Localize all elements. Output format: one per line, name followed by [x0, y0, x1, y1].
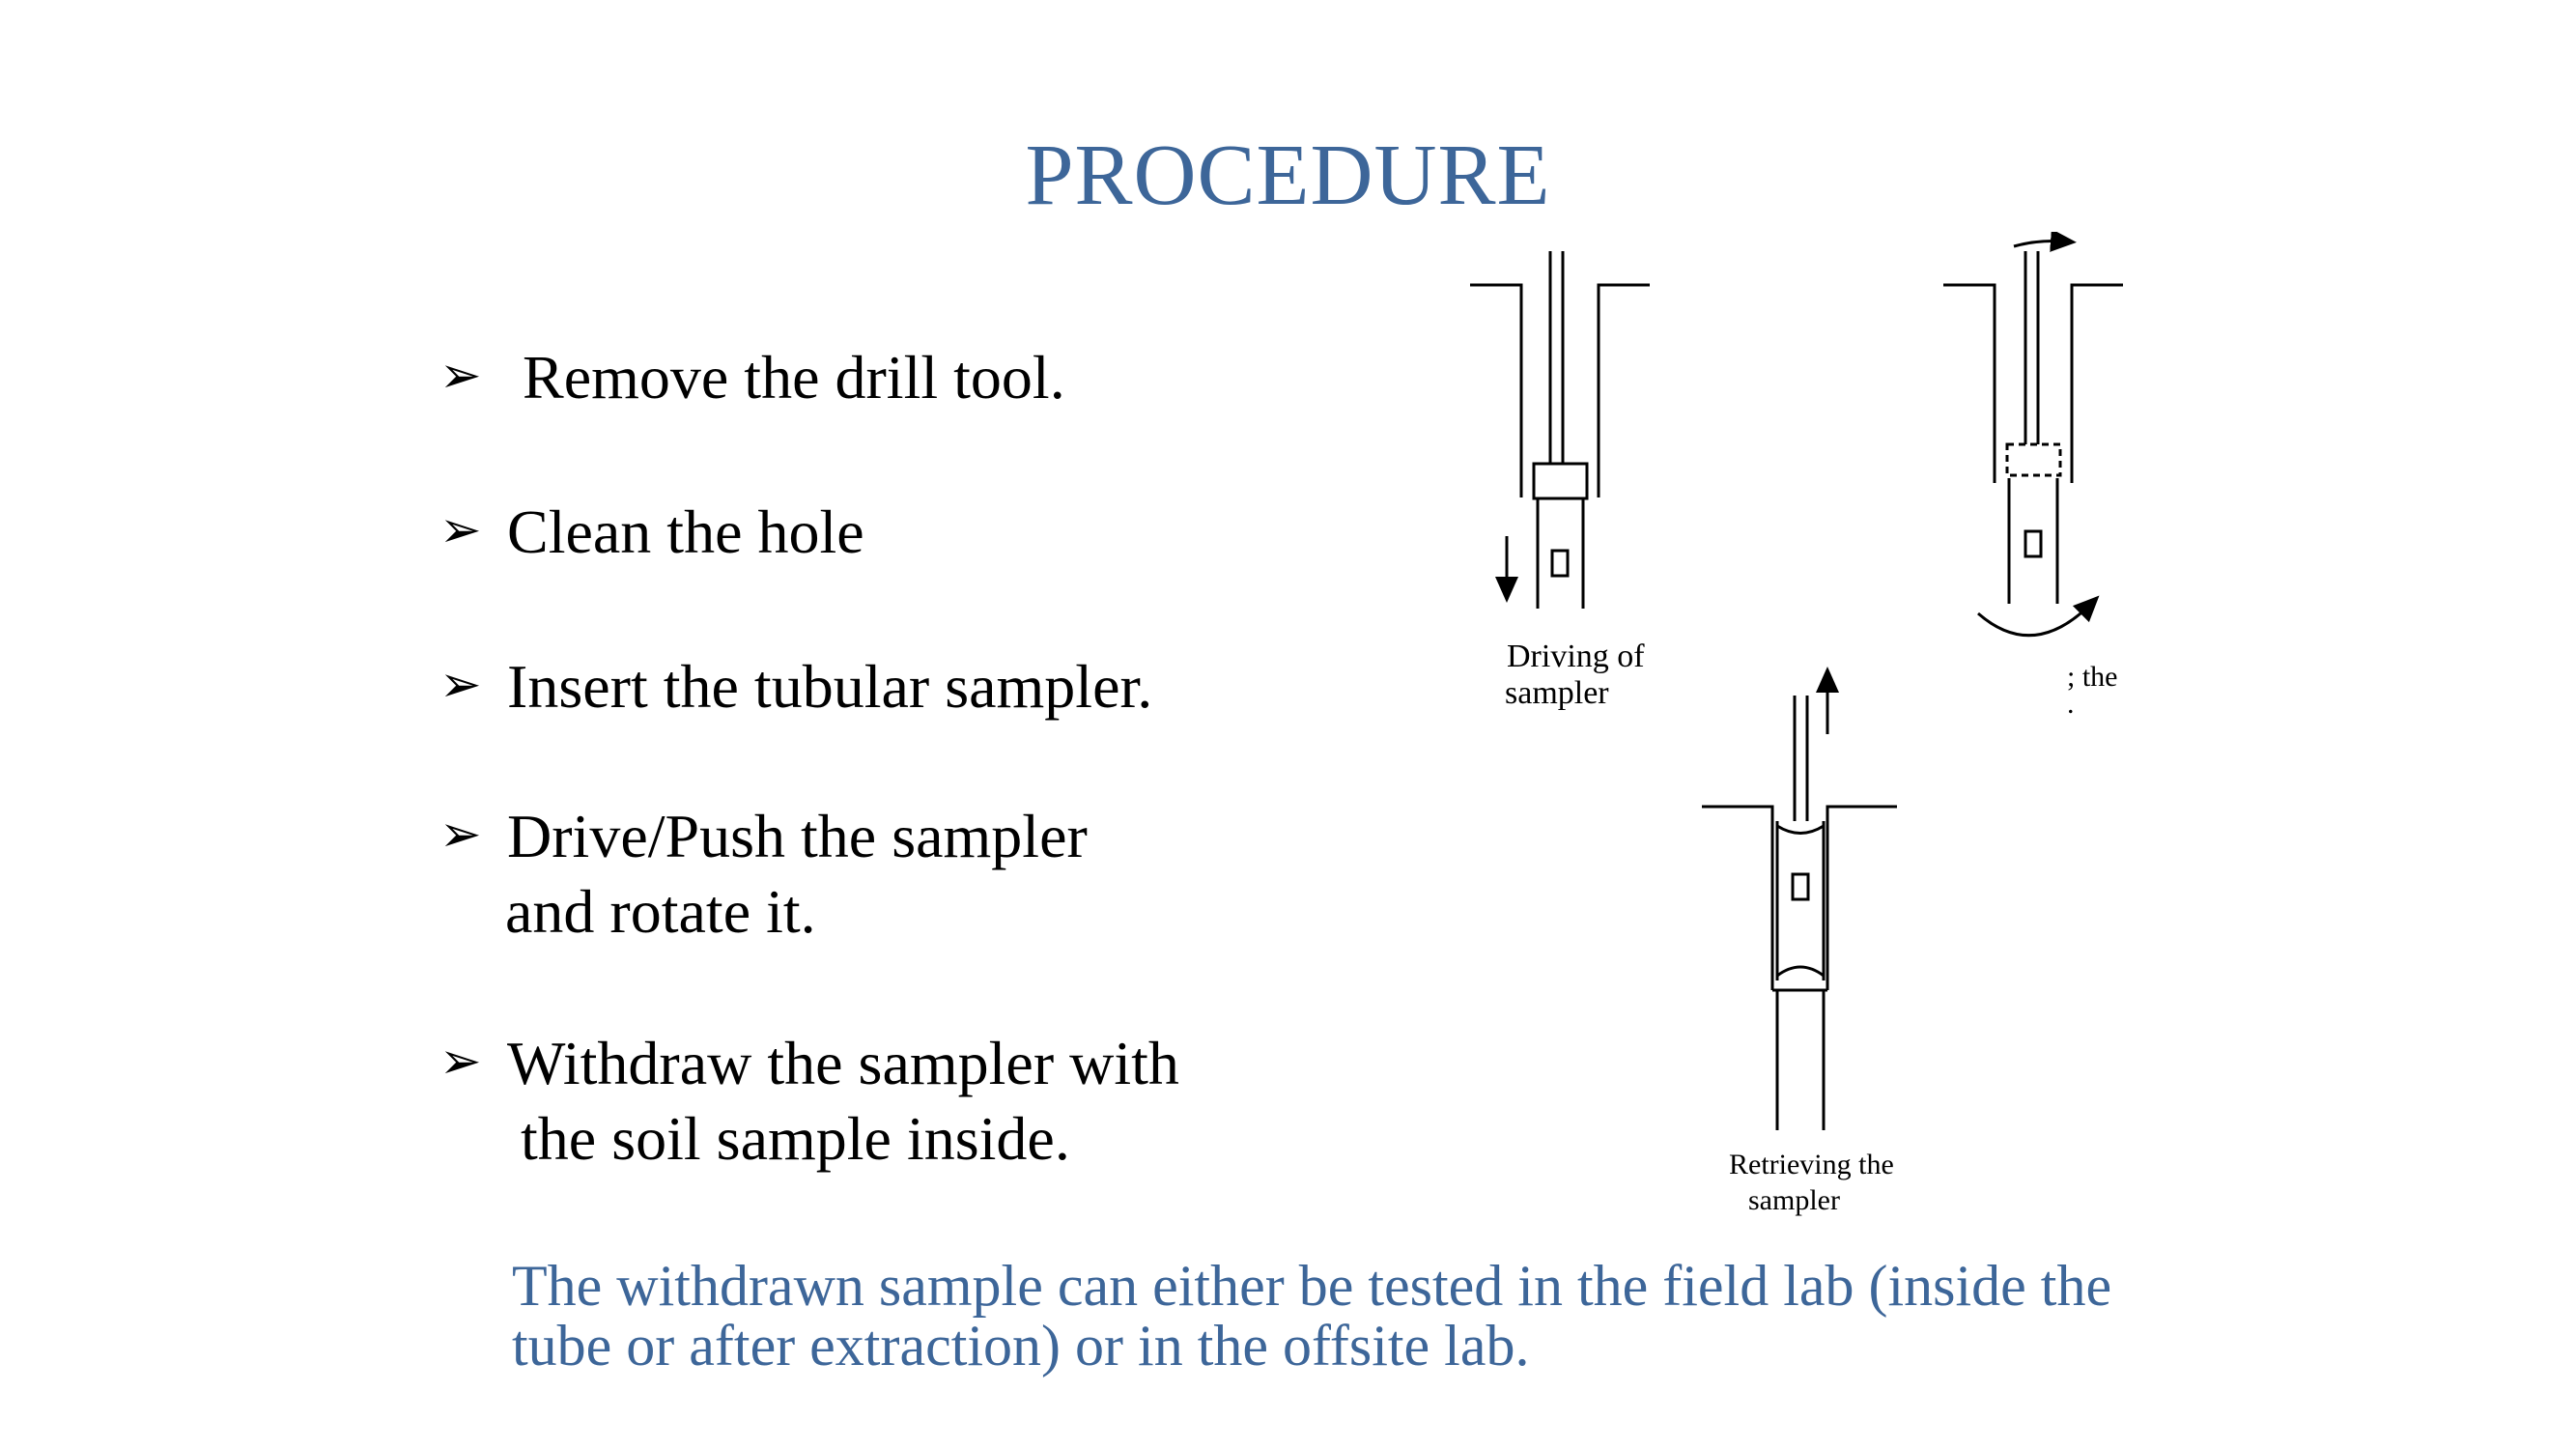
bullet-clean-hole: ➢ Clean the hole [439, 493, 864, 570]
bullet-arrow-icon: ➢ [439, 656, 482, 714]
bullet-text: Withdraw the sampler with [507, 1029, 1179, 1097]
bullet-text-continued: the soil sample inside. [521, 1104, 1070, 1173]
driving-label-line1: Driving of [1507, 639, 1645, 674]
slide-title: PROCEDURE [1025, 128, 1551, 223]
bullet-text: Remove the drill tool. [507, 343, 1065, 412]
bullet-arrow-icon: ➢ [439, 806, 482, 864]
bullet-text: Clean the hole [507, 497, 864, 566]
retrieving-label-line1: Retrieving the [1729, 1149, 1894, 1180]
bullet-text-continued: and rotate it. [505, 877, 816, 946]
driving-sampler-figure [1470, 251, 1650, 609]
bullet-text: Drive/Push the sampler [507, 802, 1088, 870]
bullet-remove-drill: ➢ Remove the drill tool. [439, 338, 1065, 415]
bullet-drive-rotate: ➢ Drive/Push the sampler and rotate it. [439, 797, 1088, 950]
bullet-arrow-icon: ➢ [439, 1033, 482, 1091]
retrieving-sampler-figure [1702, 667, 1897, 1130]
sampler-diagram: Driving of sampler ; the . Retrieving th… [1470, 232, 2123, 1216]
rotating-label-line1: ; the [2067, 661, 2118, 693]
bullet-insert-sampler: ➢ Insert the tubular sampler. [439, 647, 1152, 724]
rotating-label-line2: . [2067, 688, 2075, 720]
driving-label-line2: sampler [1505, 675, 1609, 711]
bullet-arrow-icon: ➢ [439, 347, 482, 405]
bullet-withdraw: ➢ Withdraw the sampler with the soil samp… [439, 1024, 1179, 1177]
bullet-arrow-icon: ➢ [439, 501, 482, 559]
note-text: The withdrawn sample can either be teste… [512, 1254, 2112, 1378]
retrieving-label-line2: sampler [1748, 1184, 1840, 1216]
rotating-sampler-figure [1943, 232, 2123, 638]
bullet-text: Insert the tubular sampler. [507, 652, 1153, 721]
